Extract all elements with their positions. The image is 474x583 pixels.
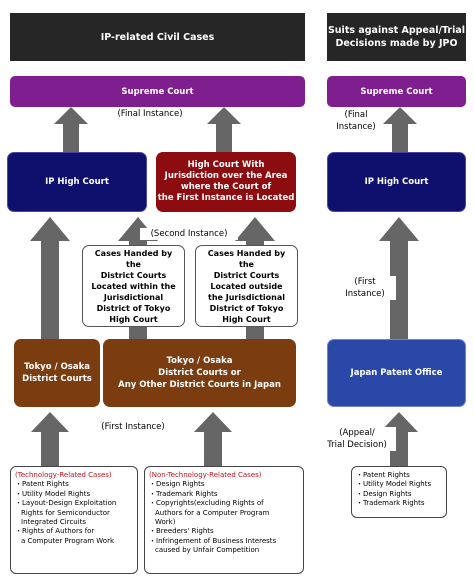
supreme-court-left: Supreme Court xyxy=(10,76,305,107)
nontech-item: ・Trademark Rights xyxy=(149,489,218,498)
tech-item: ・Layout-Design Exploitation xyxy=(15,499,117,508)
tech-item: ・Utility Model Rights xyxy=(15,489,91,498)
tech-cases-heading: (Technology-Related Cases) xyxy=(15,471,112,479)
supreme-court-right-label: Supreme Court xyxy=(360,86,433,97)
arrow-tech-to-tokyo xyxy=(31,412,69,466)
appeal-line2: Trial Decision) xyxy=(327,440,387,450)
ip-high-court-right-label: IP High Court xyxy=(364,177,429,187)
high-court-line1: High Court With xyxy=(187,160,265,170)
tech-item: a Computer Program Work xyxy=(21,536,115,545)
high-court-jurisdiction: High Court With Jurisdiction over the Ar… xyxy=(156,152,296,212)
tokyo-osaka-line1: Tokyo / Osaka xyxy=(24,362,90,372)
arrow-nontech-to-other xyxy=(194,412,232,466)
arrow-hc-to-supreme xyxy=(207,107,241,152)
nontech-item: Work) xyxy=(155,518,176,527)
high-court-line4: the First Instance is Located xyxy=(157,193,295,203)
note-outside-tokyo-jurisdiction: Cases Handed by the District Courts Loca… xyxy=(195,245,298,327)
ip-high-court-right: IP High Court xyxy=(327,152,466,212)
ip-high-court-left: IP High Court xyxy=(7,152,147,212)
non-technology-cases-list: (Non-Technology-Related Cases) ・Design R… xyxy=(144,466,304,574)
final-instance-label-right: (Final Instance) xyxy=(326,109,386,133)
note-outside-line1: Cases Handed by the xyxy=(207,248,286,269)
nontech-item: caused by Unfair Competition xyxy=(155,546,260,555)
note-outside-line4: the Jurisdictional xyxy=(208,292,285,302)
tech-item: Rights for Semiconductor xyxy=(21,508,110,517)
tech-item: ・Patent Rights xyxy=(15,480,69,489)
first-instance-label-right: (First Instance) xyxy=(334,276,396,300)
high-court-line2: Jurisdiction over the Area xyxy=(164,171,288,181)
header-appeal-suits: Suits against Appeal/Trial Decisions mad… xyxy=(327,13,466,61)
note-within-line1: Cases Handed by the xyxy=(94,248,173,269)
final-instance-right-line1: (Final xyxy=(344,110,368,120)
note-outside-line3: Located outside xyxy=(210,281,283,291)
jpo-label: Japan Patent Office xyxy=(350,368,443,378)
jpo-item: ・Trademark Rights xyxy=(356,499,425,508)
arrow-tokyo-to-iphc xyxy=(30,217,70,339)
nontech-item: ・Breeders' Rights xyxy=(149,527,214,536)
note-outside-line6: High Court xyxy=(222,314,271,324)
other-courts-line3: Any Other District Courts in Japan xyxy=(118,380,281,390)
note-outside-line5: District of Tokyo xyxy=(209,303,284,313)
jpo-item: ・Utility Model Rights xyxy=(356,480,432,489)
nontech-item: ・Infringement of Business Interests xyxy=(149,536,277,545)
first-instance-right-line2: Instance) xyxy=(345,289,385,299)
final-instance-label-left: (Final Instance) xyxy=(117,109,183,119)
nontech-cases-heading: (Non-Technology-Related Cases) xyxy=(149,471,262,479)
other-courts-line1: Tokyo / Osaka xyxy=(166,356,233,366)
nontech-item: ・Copyrights(excluding Rights of xyxy=(149,499,264,508)
note-within-tokyo-jurisdiction: Cases Handed by the District Courts Loca… xyxy=(82,245,185,327)
nontech-item: ・Design Rights xyxy=(149,480,205,489)
technology-cases-list: (Technology-Related Cases) ・Patent Right… xyxy=(10,466,138,574)
arrow-right-iphc-to-supreme xyxy=(383,107,417,152)
note-within-line6: High Court xyxy=(109,314,158,324)
tech-item: ・Rights of Authors for xyxy=(15,527,95,536)
arrow-list-to-jpo xyxy=(380,412,418,466)
other-district-courts: Tokyo / Osaka District Courts or Any Oth… xyxy=(103,339,296,407)
nontech-item: Authors for a Computer Program xyxy=(155,508,270,517)
jpo-item: ・Patent Rights xyxy=(356,471,410,479)
header-appeal-line1: Suits against Appeal/Trial xyxy=(327,25,466,36)
tokyo-osaka-district-courts: Tokyo / Osaka District Courts xyxy=(14,339,100,407)
appeal-trial-decision-label: (Appeal/ Trial Decision) xyxy=(318,427,396,451)
header-appeal-line2: Decisions made by JPO xyxy=(335,38,458,49)
tokyo-osaka-line2: District Courts xyxy=(22,374,92,384)
tech-item: Integrated Circuits xyxy=(21,518,87,527)
arrow-iphc-to-supreme xyxy=(54,107,88,152)
jpo-rights-list: ・Patent Rights ・Utility Model Rights ・De… xyxy=(351,466,447,518)
other-courts-line2: District Courts or xyxy=(158,368,241,378)
jpo-item: ・Design Rights xyxy=(356,489,412,498)
supreme-court-left-label: Supreme Court xyxy=(121,86,194,97)
note-within-line2: District Courts xyxy=(100,270,167,280)
appeal-line1: (Appeal/ xyxy=(339,428,375,438)
second-instance-label: (Second Instance) xyxy=(140,228,238,240)
header-civil-label: IP-related Civil Cases xyxy=(100,31,215,43)
note-within-line3: Located within the xyxy=(91,281,176,291)
note-within-line5: District of Tokyo xyxy=(96,303,171,313)
first-instance-right-line1: (First xyxy=(354,277,376,287)
final-instance-right-line2: Instance) xyxy=(336,122,376,132)
header-civil-cases: IP-related Civil Cases xyxy=(10,13,305,61)
arrow-jpo-to-iphc xyxy=(379,217,419,339)
supreme-court-right: Supreme Court xyxy=(327,76,466,107)
note-within-line4: Jurisdictional xyxy=(103,292,164,302)
ip-high-court-left-label: IP High Court xyxy=(45,177,109,187)
first-instance-label-left: (First Instance) xyxy=(101,422,165,432)
japan-patent-office: Japan Patent Office xyxy=(327,339,466,407)
note-outside-line2: District Courts xyxy=(213,270,280,280)
high-court-line3: where the Court of xyxy=(180,182,272,192)
